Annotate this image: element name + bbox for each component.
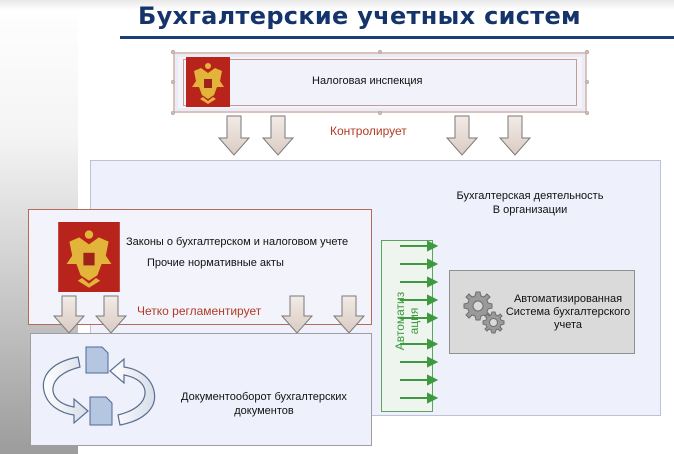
laws-line2: Прочие нормативные акты [147,257,284,269]
ais-line2: Система бухгалтерского [505,306,631,318]
handle-dot [378,111,382,115]
org-activity-line2: В организации [492,204,568,216]
ais-line3: учета [553,319,582,331]
top-fade-decoration [0,0,674,10]
laws-line1: Законы о бухгалтерском и налоговом учете [126,236,349,248]
doc-flow-line2: документов [234,405,294,417]
gear-icon [463,291,505,334]
ais-line1: Автоматизированная [513,293,623,305]
cycle-arrow-icon [42,356,89,425]
down-arrow [217,115,251,156]
handle-dot [378,50,382,54]
down-arrow [498,115,532,156]
document-icon [85,346,109,374]
down-arrow [332,295,366,334]
handle-dot [171,111,175,115]
down-arrow [94,295,128,334]
down-arrow [261,115,295,156]
org-activity-line1: Бухгалтерская деятельность [456,190,604,202]
document-icon [89,396,113,426]
handle-dot [585,80,589,84]
regulates-label: Четко регламентирует [137,304,262,318]
doc-flow-line1: Документооборот бухгалтерских [181,391,347,403]
document-cycle-icon [42,346,156,426]
down-arrow [52,295,86,334]
tax-inspection-box [171,50,589,115]
handle-dot [171,80,175,84]
cycle-arrow-icon [109,357,156,426]
automation-box [381,240,433,412]
handle-dot [585,111,589,115]
emblem-icon [186,57,230,107]
document-flow-label: Документооборот бухгалтерских документов [170,390,358,418]
emblem-icon [58,222,120,292]
down-arrow [280,295,314,334]
handle-dot [171,50,175,54]
down-arrow [445,115,479,156]
title-underline [120,36,674,39]
controls-label: Контролирует [330,124,407,138]
tax-inspection-inner [183,59,577,106]
org-activity-label: Бухгалтерская деятельность В организации [440,189,620,217]
handle-dot [585,50,589,54]
tax-inspection-label: Налоговая инспекция [312,75,423,87]
accounting-system-label: Автоматизированная Система бухгалтерског… [503,293,633,332]
slide-title: Бухгалтерские учетных систем [138,2,581,30]
